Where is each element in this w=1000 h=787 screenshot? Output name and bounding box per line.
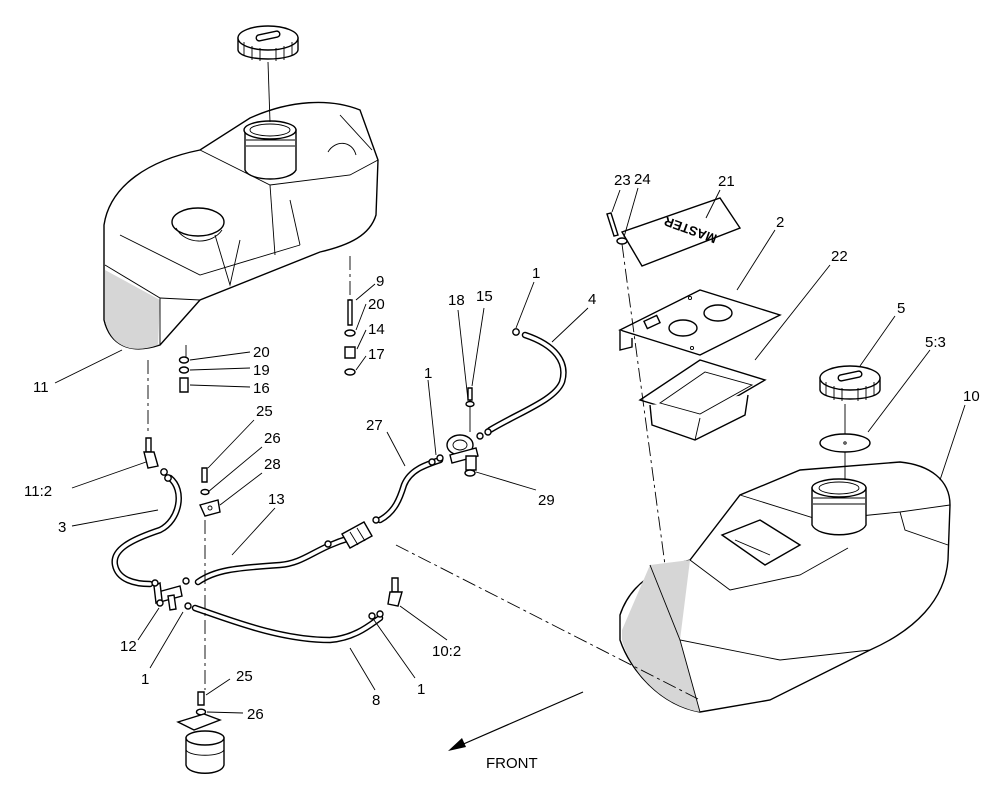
fuel-pump xyxy=(446,387,479,477)
callout-29: 29 xyxy=(538,492,555,509)
tank-fitting-left xyxy=(143,437,159,469)
callout-2: 2 xyxy=(776,214,784,231)
left-fuel-tank xyxy=(103,101,379,350)
callout-10-2: 10:2 xyxy=(432,643,461,660)
callout-26-a: 26 xyxy=(264,430,281,447)
right-fuel-cap xyxy=(819,365,881,401)
front-label: FRONT xyxy=(486,755,538,772)
callout-20-a: 20 xyxy=(368,296,385,313)
decal: MASTER xyxy=(620,197,742,267)
callout-14: 14 xyxy=(368,321,385,338)
inline-fuel-filter xyxy=(341,521,373,549)
callout-numbers: 23 24 21 2 22 1 4 18 15 9 20 14 17 20 19… xyxy=(24,171,980,723)
callout-13: 13 xyxy=(268,491,285,508)
callout-10: 10 xyxy=(963,388,980,405)
callout-1-left: 1 xyxy=(141,671,149,688)
front-arrow xyxy=(448,691,584,751)
callout-24: 24 xyxy=(634,171,651,188)
callout-25-b: 25 xyxy=(236,668,253,685)
callout-4: 4 xyxy=(588,291,596,308)
filter-bracket-upper xyxy=(199,467,221,690)
callout-23: 23 xyxy=(614,172,631,189)
callout-8: 8 xyxy=(372,692,380,709)
callout-19: 19 xyxy=(253,362,270,379)
callout-3: 3 xyxy=(58,519,66,536)
fuel-filter-canister xyxy=(176,691,225,774)
tee-fitting xyxy=(153,581,183,611)
callout-11-2: 11:2 xyxy=(24,483,52,500)
panel-tray xyxy=(638,359,767,441)
callout-1-mid: 1 xyxy=(424,365,432,382)
callout-12: 12 xyxy=(120,638,137,655)
callout-20-b: 20 xyxy=(253,344,270,361)
callout-22: 22 xyxy=(831,248,848,265)
callout-17: 17 xyxy=(368,346,385,363)
callout-5-3: 5:3 xyxy=(925,334,946,351)
callout-21: 21 xyxy=(718,173,735,190)
tank-fitting-right xyxy=(387,577,403,607)
callout-15: 15 xyxy=(476,288,493,305)
callout-1-bottom: 1 xyxy=(417,681,425,698)
callout-5: 5 xyxy=(897,300,905,317)
left-fuel-cap xyxy=(237,25,299,123)
callout-27: 27 xyxy=(366,417,383,434)
callout-11: 11 xyxy=(33,379,49,396)
right-fuel-tank xyxy=(619,461,951,713)
leader-lines xyxy=(54,187,966,714)
callout-26-b: 26 xyxy=(247,706,264,723)
callout-1-top: 1 xyxy=(532,265,540,282)
hardware-stack-left xyxy=(147,345,190,435)
hose-clamps xyxy=(151,328,520,620)
callout-25-a: 25 xyxy=(256,403,273,420)
hardware-stack-right xyxy=(344,256,356,376)
callout-9: 9 xyxy=(376,273,384,290)
cap-gasket xyxy=(819,433,871,453)
callout-16: 16 xyxy=(253,380,270,397)
callout-18: 18 xyxy=(448,292,465,309)
fuel-hoses xyxy=(111,331,567,644)
callout-28: 28 xyxy=(264,456,281,473)
panel-plate xyxy=(618,289,782,356)
